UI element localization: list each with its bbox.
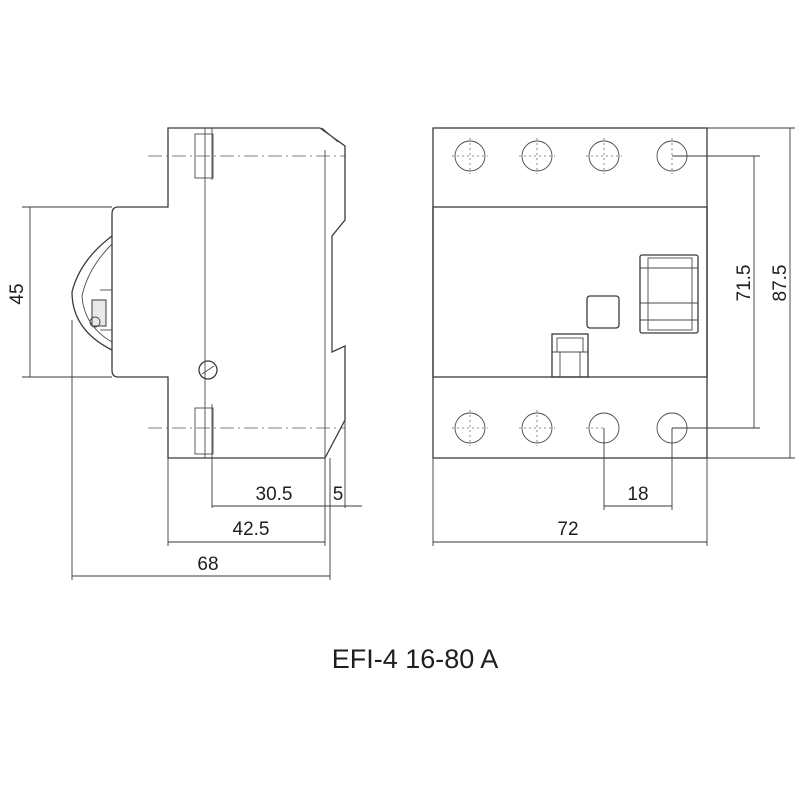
product-title: EFI-4 16-80 A (331, 644, 499, 674)
dim-42-5-label: 42.5 (233, 519, 270, 540)
dim-68-label: 68 (197, 554, 218, 575)
dim-72-label: 72 (557, 519, 578, 540)
top-terminals (452, 138, 688, 174)
front-view: 71.5 87.5 18 72 (432, 127, 795, 546)
dim-45-label: 45 (7, 283, 28, 304)
indicator (551, 333, 589, 378)
test-button (586, 295, 620, 329)
dim-5-label: 5 (333, 484, 344, 505)
dim-71-5-label: 71.5 (734, 265, 755, 302)
dim-30-5-label: 30.5 (256, 484, 293, 505)
lever (639, 254, 699, 334)
side-view: 45 30.5 5 42.5 68 (7, 127, 362, 580)
dim-18-label: 18 (627, 484, 648, 505)
dim-87-5-label: 87.5 (770, 265, 791, 302)
bottom-terminals (452, 410, 688, 446)
